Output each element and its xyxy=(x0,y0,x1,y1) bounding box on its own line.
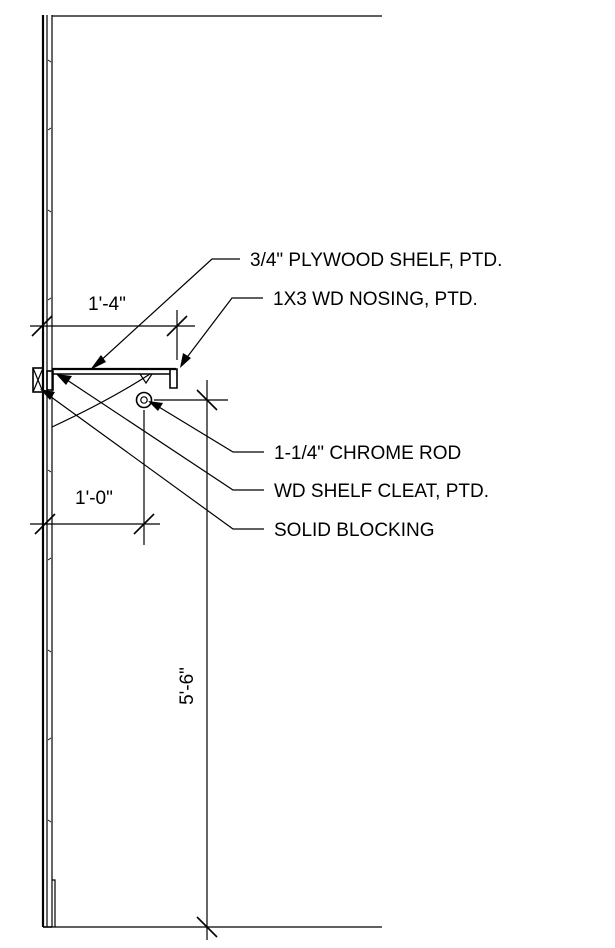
leader-rod xyxy=(148,401,264,453)
dimension-rod-offset xyxy=(30,410,160,545)
shelf-bracket xyxy=(51,373,151,428)
plywood-shelf xyxy=(52,367,176,375)
solid-blocking xyxy=(32,367,44,393)
note-solid-blocking: SOLID BLOCKING xyxy=(274,520,435,541)
wall-section xyxy=(41,15,56,928)
wood-nosing xyxy=(169,368,178,389)
shelf-cleat xyxy=(46,370,54,391)
chrome-rod xyxy=(135,391,153,409)
dimension-rod-height xyxy=(154,380,228,940)
leader-nosing xyxy=(180,297,263,368)
dim-rod-offset-label: 1'-0" xyxy=(75,488,113,509)
leader-cleat xyxy=(56,374,264,491)
note-shelf-cleat: WD SHELF CLEAT, PTD. xyxy=(274,481,489,502)
dimension-shelf-depth xyxy=(30,310,195,360)
leader-blocking xyxy=(40,389,264,530)
leader-shelf xyxy=(90,258,240,370)
dim-rod-height-label: 5'-6" xyxy=(177,667,198,705)
note-plywood-shelf: 3/4" PLYWOOD SHELF, PTD. xyxy=(250,250,502,271)
dim-shelf-depth-label: 1'-4" xyxy=(88,294,126,315)
note-wood-nosing: 1X3 WD NOSING, PTD. xyxy=(273,289,478,310)
note-chrome-rod: 1-1/4" CHROME ROD xyxy=(274,443,461,464)
